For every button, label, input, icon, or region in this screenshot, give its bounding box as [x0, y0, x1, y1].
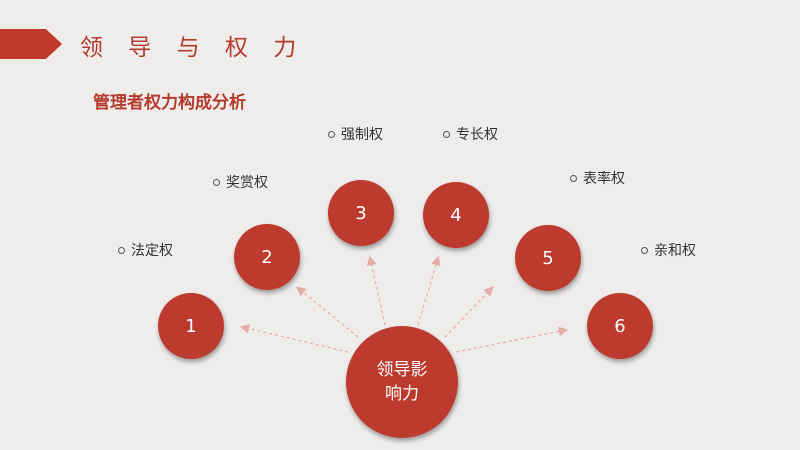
node-4-label-text: 专长权 [456, 127, 498, 143]
bullet-icon [570, 174, 577, 182]
node-6-label: 亲和权 [641, 240, 696, 260]
center-label-line-1: 领导影 [376, 360, 428, 380]
center-node-leadership-influence: 领导影 响力 [346, 326, 458, 438]
node-1: 1 [158, 293, 224, 359]
center-label-line-2: 响力 [385, 384, 419, 404]
bullet-icon [443, 130, 450, 138]
node-4-label: 专长权 [443, 124, 498, 144]
node-4-number: 4 [450, 204, 462, 226]
diagram-subtitle: 管理者权力构成分析 [93, 93, 246, 113]
node-5: 5 [515, 225, 581, 291]
node-2-number: 2 [261, 246, 273, 268]
arrow-to-node-2 [296, 286, 359, 338]
arrow-to-node-1 [239, 323, 349, 353]
node-1-number: 1 [185, 315, 197, 337]
bullet-icon [641, 246, 648, 254]
bullet-icon [213, 178, 220, 186]
arrow-to-node-5 [444, 286, 494, 338]
node-3-number: 3 [355, 202, 367, 224]
node-6-label-text: 亲和权 [654, 243, 696, 259]
arrow-to-node-4 [417, 255, 441, 326]
bullet-icon [328, 130, 335, 138]
node-3: 3 [328, 180, 394, 246]
node-1-label: 法定权 [118, 240, 173, 260]
node-4: 4 [423, 182, 489, 248]
page-title: 领 导 与 权 力 [80, 35, 306, 61]
node-2: 2 [234, 224, 300, 290]
node-3-label-text: 强制权 [341, 127, 383, 143]
node-5-label: 表率权 [570, 168, 625, 188]
arrow-to-node-3 [366, 255, 386, 326]
node-5-label-text: 表率权 [583, 171, 625, 187]
node-2-label-text: 奖赏权 [226, 175, 268, 191]
arrow-to-node-6 [455, 326, 569, 353]
node-1-label-text: 法定权 [131, 243, 173, 259]
bullet-icon [118, 246, 125, 254]
node-3-label: 强制权 [328, 124, 383, 144]
node-6: 6 [587, 293, 653, 359]
node-2-label: 奖赏权 [213, 172, 268, 192]
node-5-number: 5 [542, 247, 554, 269]
node-6-number: 6 [614, 315, 626, 337]
